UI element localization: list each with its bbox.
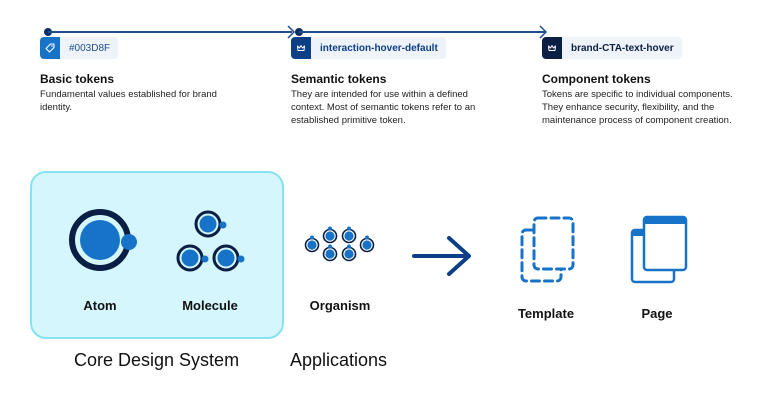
token-title-component: Component tokens <box>542 72 651 86</box>
atom-icon <box>69 209 137 271</box>
token-desc-component: Tokens are specific to individual compon… <box>542 89 733 126</box>
token-desc-semantic: They are intended for use within a defin… <box>291 89 476 126</box>
page-icon <box>630 215 688 284</box>
molecule-label: Molecule <box>182 298 238 313</box>
core-design-system-box <box>30 171 284 339</box>
page-label: Page <box>641 306 673 321</box>
arrow-right-icon <box>287 25 296 39</box>
applications-label: Applications <box>290 350 388 370</box>
token-title-semantic: Semantic tokens <box>291 72 387 86</box>
token-desc-basic: Fundamental values established for brand… <box>40 89 217 113</box>
timeline-segment-1 <box>48 31 292 33</box>
organism-icon <box>304 226 375 262</box>
token-chip-component: brand-CTA-text-hover <box>542 37 682 59</box>
crown-icon <box>542 37 562 59</box>
token-chip-semantic: interaction-hover-default <box>291 37 446 59</box>
arrow-right-icon <box>412 236 471 276</box>
atom-label: Atom <box>83 298 117 313</box>
core-design-system-label: Core Design System <box>74 350 240 370</box>
token-chip-text: #003D8F <box>69 42 111 54</box>
template-icon <box>520 216 575 283</box>
token-chip-text: brand-CTA-text-hover <box>571 42 674 54</box>
template-label: Template <box>517 306 575 321</box>
organism-label: Organism <box>309 298 371 313</box>
arrow-right-icon <box>539 25 548 39</box>
token-chip-text: interaction-hover-default <box>320 42 438 54</box>
tag-icon <box>40 37 60 59</box>
token-chip-basic: #003D8F <box>40 37 119 59</box>
timeline-segment-2 <box>299 31 545 33</box>
token-title-basic: Basic tokens <box>40 72 115 86</box>
crown-icon <box>291 37 311 59</box>
molecule-icon <box>176 210 245 272</box>
